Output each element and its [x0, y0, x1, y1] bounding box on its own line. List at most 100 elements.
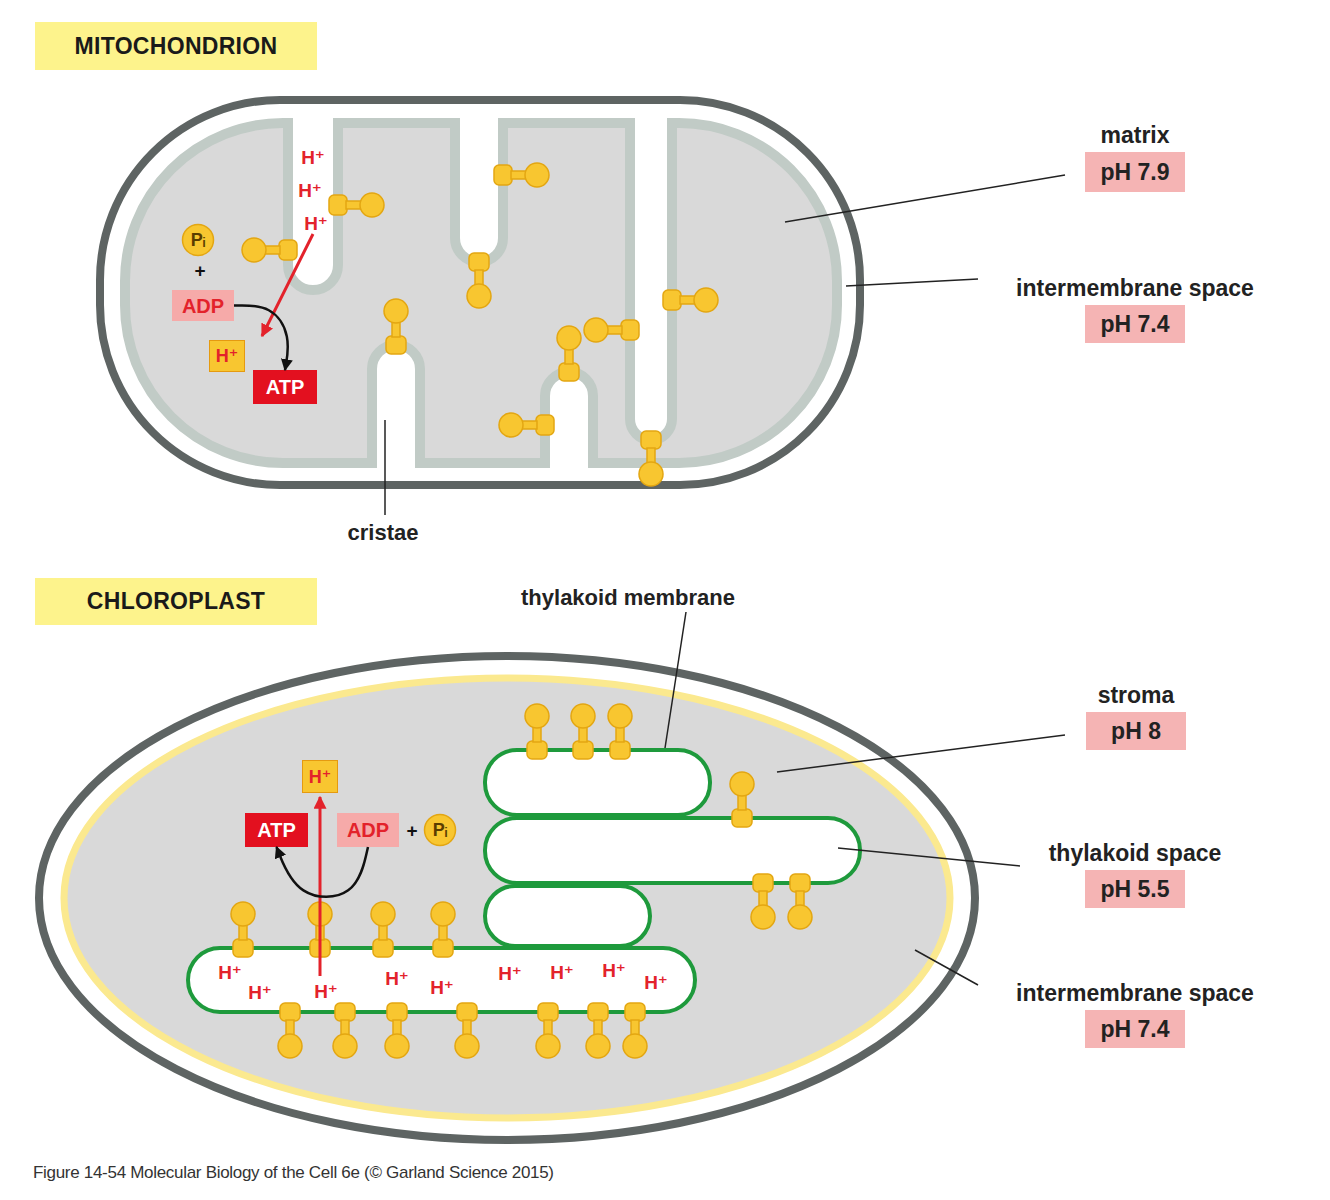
node-text: ATP	[266, 377, 305, 397]
atp-synthase	[571, 704, 595, 759]
reaction-arrow	[277, 847, 369, 897]
crista-opening	[377, 456, 415, 470]
crista-opening	[550, 456, 588, 470]
leader-line	[838, 848, 1020, 866]
proton-label: H⁺	[301, 148, 325, 167]
section-heading: MITOCHONDRION	[35, 22, 317, 70]
thylakoid	[485, 750, 710, 815]
atp-synthase	[584, 318, 639, 342]
part-label: thylakoid membrane	[521, 587, 735, 609]
atp-synthase	[788, 874, 812, 929]
node-text: ATP	[257, 820, 296, 840]
atp-synthase	[371, 902, 395, 957]
ph-box: stromapH 8	[1086, 712, 1186, 750]
atp-synthase	[385, 1003, 409, 1058]
atp-box: ATP	[245, 813, 308, 847]
phosphate-circle-shape	[183, 225, 214, 256]
ph-box: matrixpH 7.9	[1085, 152, 1185, 192]
crista	[372, 345, 420, 463]
plus-sign: +	[406, 821, 417, 840]
atp-synthase	[494, 163, 549, 187]
thylakoid	[485, 886, 650, 946]
region-name: stroma	[1098, 684, 1175, 707]
node-text: ADP	[347, 820, 389, 840]
outer-envelope	[39, 656, 975, 1140]
node-text: MITOCHONDRION	[75, 35, 278, 58]
part-label: cristae	[348, 522, 419, 544]
proton-label: H⁺	[218, 963, 242, 982]
leader-line	[785, 175, 1065, 222]
outer-membrane	[100, 100, 860, 485]
proton-label: H⁺	[550, 963, 574, 982]
node-text: H⁺	[309, 768, 332, 786]
atp-synthase	[242, 238, 297, 262]
proton-box: H⁺	[209, 340, 245, 372]
atp-synthase	[384, 299, 408, 354]
region-name: intermembrane space	[1016, 277, 1254, 300]
crista-opening	[293, 116, 333, 130]
leader-line	[384, 420, 386, 515]
node-text: CHLOROPLAST	[87, 590, 265, 613]
inner-membrane	[125, 123, 837, 463]
atp-synthase	[278, 1003, 302, 1058]
ph-box: intermembrane spacepH 7.4	[1085, 305, 1185, 343]
plus-sign: +	[194, 261, 205, 280]
crista	[630, 123, 672, 440]
atp-synthase	[329, 193, 384, 217]
section-heading: CHLOROPLAST	[35, 578, 317, 625]
node-text: pH 7.9	[1100, 161, 1169, 184]
atp-synthase	[663, 288, 718, 312]
atp-synthase	[623, 1003, 647, 1058]
phosphate-circle: Pᵢ	[423, 813, 457, 847]
node-text: pH 7.4	[1100, 1018, 1169, 1041]
leader-line	[777, 735, 1065, 772]
crista-opening	[635, 116, 667, 130]
node-text: ADP	[182, 296, 224, 316]
atp-synthase	[431, 902, 455, 957]
proton-label: H⁺	[314, 982, 338, 1001]
leader-line	[665, 612, 686, 748]
region-name: thylakoid space	[1049, 842, 1222, 865]
atp-synthase	[467, 253, 491, 308]
proton-label: H⁺	[248, 983, 272, 1002]
crista	[455, 123, 503, 262]
proton-flow-arrow	[262, 234, 313, 336]
node-text: Pᵢ	[433, 821, 448, 839]
phosphate-circle-shape	[425, 815, 456, 846]
node-text: H⁺	[216, 347, 239, 365]
leader-line	[915, 950, 978, 985]
proton-label: H⁺	[602, 961, 626, 980]
proton-label: H⁺	[498, 964, 522, 983]
crista-opening	[460, 116, 498, 130]
proton-label: H⁺	[385, 969, 409, 988]
atp-synthase	[525, 704, 549, 759]
region-name: matrix	[1100, 124, 1169, 147]
atp-synthase	[231, 902, 255, 957]
atp-synthase	[751, 874, 775, 929]
node-text: pH 8	[1111, 720, 1161, 743]
adp-box: ADP	[172, 290, 234, 321]
atp-synthase	[639, 431, 663, 486]
atp-synthase	[586, 1003, 610, 1058]
atp-synthase	[608, 704, 632, 759]
atp-synthase	[536, 1003, 560, 1058]
region-name: intermembrane space	[1016, 982, 1254, 1005]
proton-label: H⁺	[304, 214, 328, 233]
node-text: pH 7.4	[1100, 313, 1169, 336]
atp-box: ATP	[253, 370, 317, 404]
inner-envelope	[64, 678, 950, 1118]
atp-synthase	[730, 772, 754, 827]
atp-synthase	[455, 1003, 479, 1058]
atp-synthase	[499, 413, 554, 437]
ph-box: thylakoid spacepH 5.5	[1085, 870, 1185, 908]
phosphate-circle: Pᵢ	[181, 223, 215, 257]
proton-flow-arrow	[319, 797, 322, 976]
ph-box: intermembrane spacepH 7.4	[1085, 1010, 1185, 1048]
adp-box: ADP	[337, 813, 399, 847]
atp-synthase	[557, 326, 581, 381]
node-text: pH 5.5	[1100, 878, 1169, 901]
leader-line	[846, 279, 978, 286]
proton-label: H⁺	[644, 973, 668, 992]
proton-label: H⁺	[298, 181, 322, 200]
node-text: Pᵢ	[191, 231, 206, 249]
